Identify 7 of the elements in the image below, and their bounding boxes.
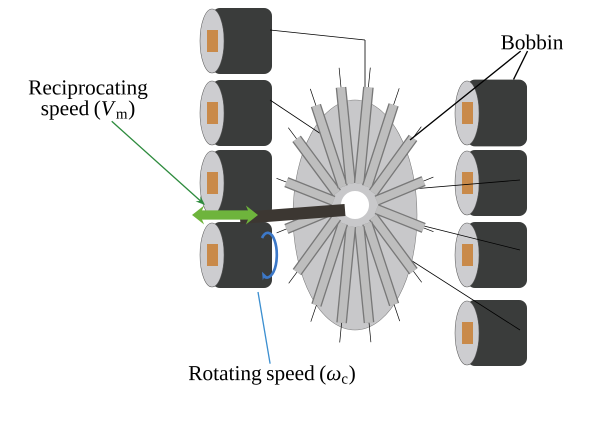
label-text: Bobbin	[501, 34, 564, 50]
bobbin-drawing	[454, 80, 527, 146]
leader-line	[257, 292, 271, 364]
label-text: Rotating speed (ω$_{c}$)	[188, 365, 355, 385]
label-text: Reciprocating speed (V$_{m}$)	[28, 80, 148, 120]
leader-line	[410, 50, 522, 141]
leader-line	[512, 50, 528, 80]
